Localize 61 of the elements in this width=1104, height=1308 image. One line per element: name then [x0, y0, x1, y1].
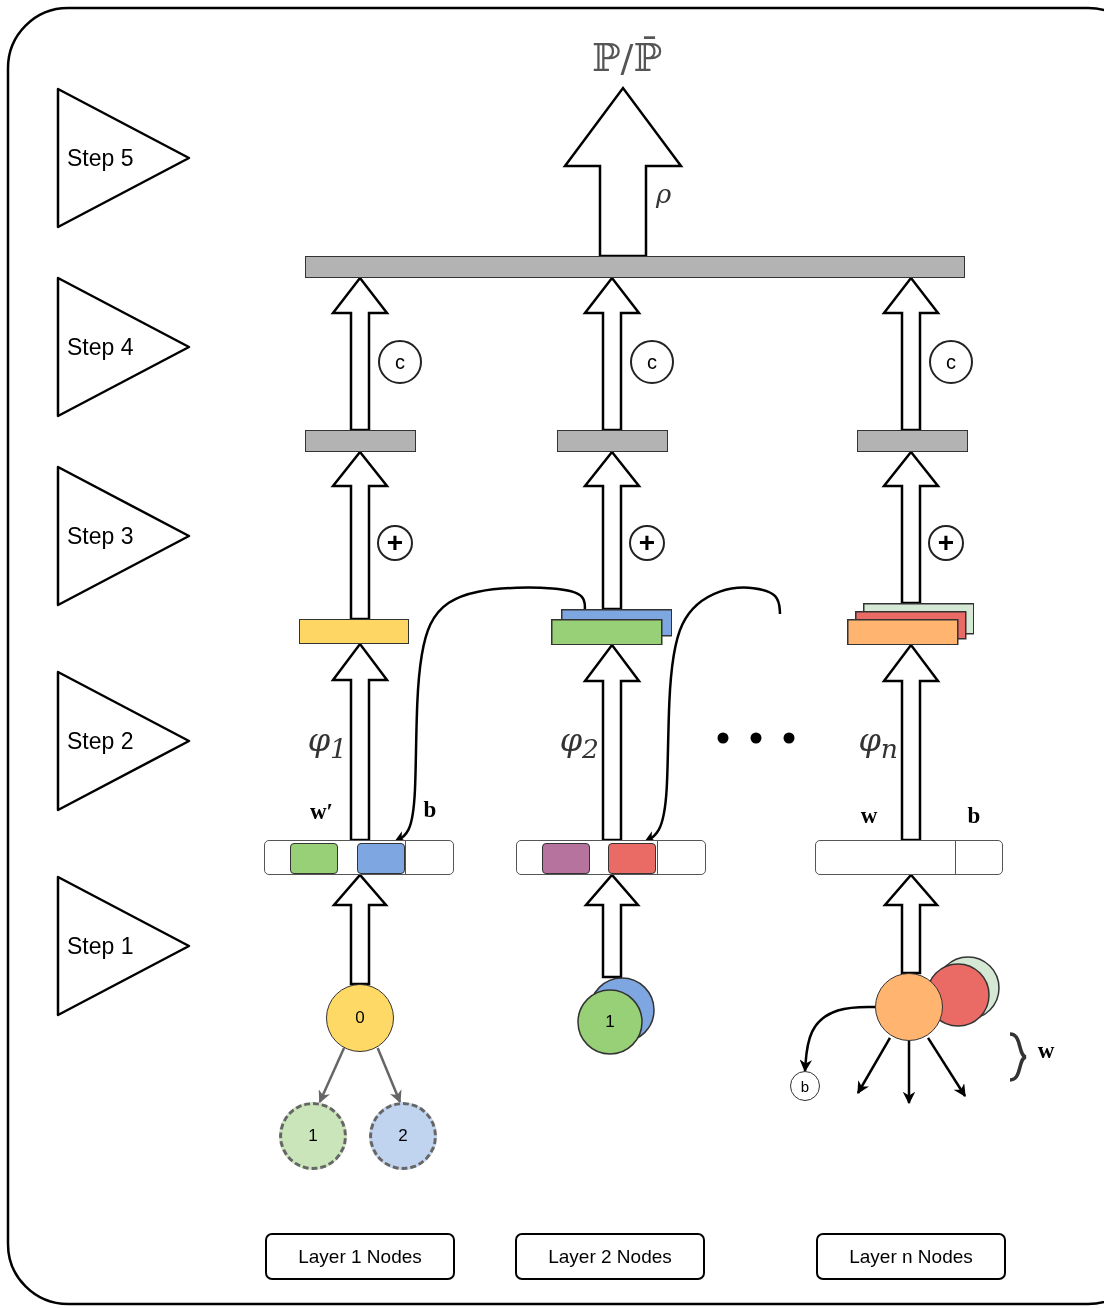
block-arrow [881, 642, 941, 842]
block-arrow [562, 85, 684, 258]
block-arrow [582, 642, 642, 842]
vector-cell [608, 843, 656, 874]
step-triangle: Step 2 [55, 669, 193, 813]
vector-cell [290, 843, 338, 874]
parameter-vector [264, 840, 454, 875]
block-arrow [881, 450, 941, 605]
arrow [927, 1037, 967, 1098]
step-triangle: Step 5 [55, 86, 193, 230]
block-arrow [881, 275, 941, 432]
operator-label: + [629, 525, 665, 561]
graph-node-circle: 1 [279, 1102, 347, 1170]
operator-label: + [928, 525, 964, 561]
block-arrow [582, 275, 642, 432]
block-arrow [330, 450, 390, 621]
block-arrow [882, 873, 940, 975]
arrow [902, 1041, 916, 1105]
layer-label-box: Layer 2 Nodes [515, 1233, 705, 1280]
feature-bar [305, 430, 416, 452]
feature-bar [857, 430, 968, 452]
step-triangle: Step 3 [55, 464, 193, 608]
graph-node-circle: 0 [326, 984, 394, 1052]
operator-label: + [377, 525, 413, 561]
layer-label-box: Layer 1 Nodes [265, 1233, 455, 1280]
operator-label: c [630, 340, 674, 384]
operator-label: c [378, 340, 422, 384]
layer-label-box: Layer n Nodes [816, 1233, 1006, 1280]
arrow [318, 1047, 346, 1104]
arrow [856, 1037, 892, 1095]
block-arrow [330, 641, 390, 842]
step-triangle: Step 1 [55, 874, 193, 1018]
feature-bar-stack [551, 609, 672, 645]
vector-cell [357, 843, 405, 874]
arrow [799, 1005, 875, 1073]
vector-cell [542, 843, 590, 874]
edge-label: φ$_{1}$ [307, 724, 347, 764]
arrow [376, 1047, 402, 1104]
parameter-vector [516, 840, 706, 875]
parameter-label: w′ [310, 800, 330, 823]
formula-label: ℙ/ℙ̄ [572, 28, 682, 88]
graph-node-circle: 2 [369, 1102, 437, 1170]
parameter-label: w [859, 804, 879, 827]
feature-bar [299, 619, 409, 644]
parameter-label: b [966, 804, 982, 827]
edge-label: φ$_{n}$ [858, 724, 898, 764]
block-arrow [331, 873, 389, 986]
step-triangle: Step 4 [55, 275, 193, 419]
graph-node-circle: b [790, 1071, 820, 1101]
block-arrow [330, 275, 390, 432]
edge-label: φ$_{2}$ [559, 724, 599, 764]
feature-bar-stack [847, 603, 974, 645]
parameter-vector [815, 840, 1003, 875]
block-arrow [583, 873, 641, 979]
feature-bar [305, 256, 965, 278]
parameter-label: w [1036, 1039, 1056, 1062]
edge-label: ρ [656, 181, 672, 207]
parameter-label: b [422, 798, 438, 821]
feature-bar [557, 430, 668, 452]
block-arrow [582, 450, 642, 611]
operator-label: c [929, 340, 973, 384]
